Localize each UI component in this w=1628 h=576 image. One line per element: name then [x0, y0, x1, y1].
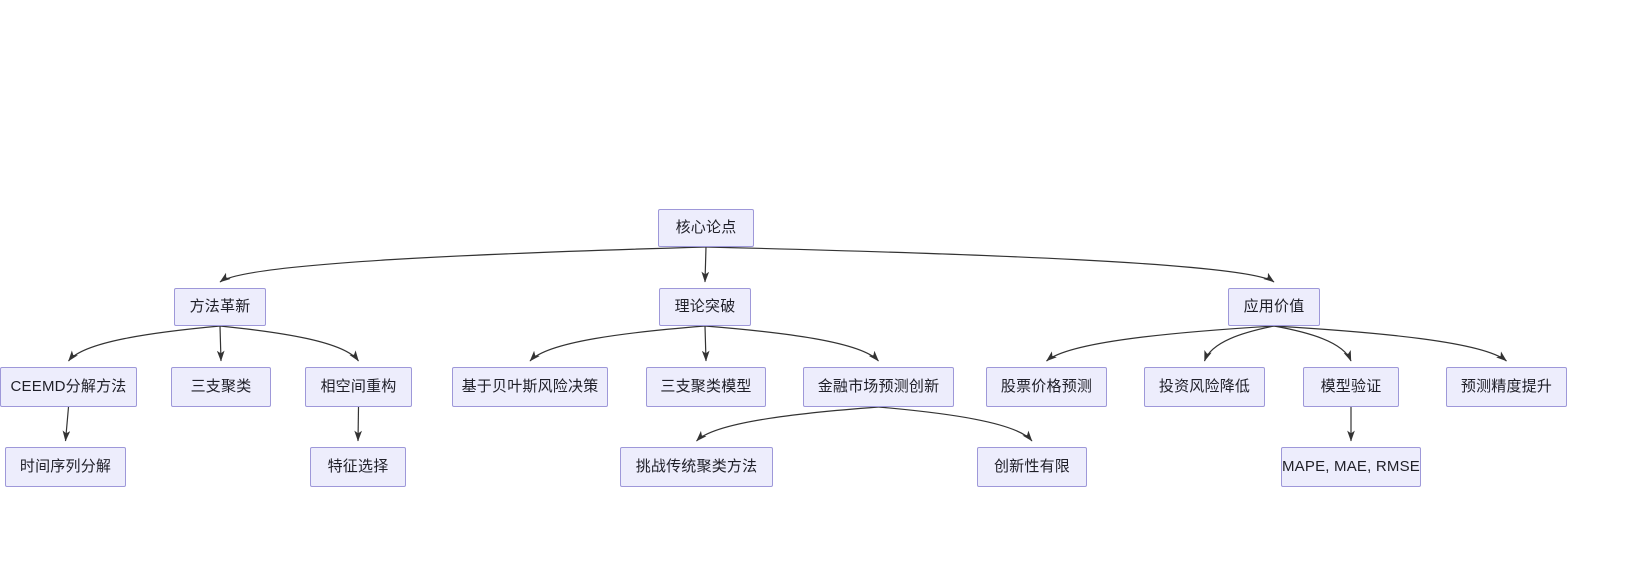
flow-edge	[1203, 325, 1275, 362]
flow-node[interactable]: 应用价值	[1228, 288, 1320, 326]
flow-edge	[62, 406, 71, 442]
flow-node-label: MAPE, MAE, RMSE	[1281, 457, 1421, 475]
flow-node-label: 相空间重构	[320, 377, 397, 395]
flow-node-label: 基于贝叶斯风险决策	[461, 377, 599, 395]
flow-node-label: 三支聚类	[190, 377, 252, 395]
flow-node[interactable]: 预测精度提升	[1446, 367, 1567, 407]
flow-node-label: 方法革新	[189, 297, 251, 315]
flow-edge	[701, 325, 710, 362]
flow-node-label: 预测精度提升	[1460, 377, 1553, 395]
flow-edge	[1046, 325, 1275, 362]
flow-node[interactable]: 投资风险降低	[1144, 367, 1265, 407]
flow-node[interactable]: 基于贝叶斯风险决策	[452, 367, 608, 407]
flow-edge	[878, 406, 1033, 442]
flow-edge	[219, 325, 359, 362]
flow-edge	[701, 246, 710, 283]
edge-paths	[62, 246, 1507, 442]
flow-edge	[1273, 325, 1352, 362]
flow-edge	[68, 325, 221, 362]
flow-node[interactable]: 创新性有限	[977, 447, 1087, 487]
flow-node[interactable]: 股票价格预测	[986, 367, 1107, 407]
flow-edge	[705, 246, 1275, 283]
flow-node[interactable]: 理论突破	[659, 288, 751, 326]
flow-node[interactable]: 挑战传统聚类方法	[620, 447, 773, 487]
flow-node-label: 投资风险降低	[1158, 377, 1251, 395]
flow-node[interactable]: 核心论点	[658, 209, 754, 247]
flow-node[interactable]: CEEMD分解方法	[0, 367, 137, 407]
flow-edge	[354, 406, 362, 442]
flow-node-label: 时间序列分解	[19, 457, 112, 475]
flow-edge	[704, 325, 879, 362]
flow-node-label: 核心论点	[675, 218, 737, 236]
flow-edge	[1273, 325, 1507, 362]
flow-node[interactable]: 三支聚类模型	[646, 367, 766, 407]
flow-node-label: 金融市场预测创新	[817, 377, 940, 395]
flow-node-label: 模型验证	[1320, 377, 1382, 395]
flow-edge	[216, 325, 225, 362]
flow-node-label: CEEMD分解方法	[10, 377, 127, 395]
flow-node-label: 股票价格预测	[1000, 377, 1093, 395]
flow-node[interactable]: 方法革新	[174, 288, 266, 326]
flow-node[interactable]: 相空间重构	[305, 367, 412, 407]
flow-node[interactable]: 模型验证	[1303, 367, 1399, 407]
flow-node[interactable]: 时间序列分解	[5, 447, 126, 487]
flow-node-label: 创新性有限	[993, 457, 1070, 475]
flow-node-label: 特征选择	[327, 457, 389, 475]
flow-node[interactable]: 金融市场预测创新	[803, 367, 954, 407]
flow-edge	[219, 246, 707, 283]
flow-edge	[529, 325, 706, 362]
flow-node[interactable]: 特征选择	[310, 447, 406, 487]
flow-edge	[696, 406, 879, 442]
flow-node[interactable]: MAPE, MAE, RMSE	[1281, 447, 1421, 487]
flow-node[interactable]: 三支聚类	[171, 367, 271, 407]
flow-node-label: 三支聚类模型	[660, 377, 752, 395]
flow-node-label: 挑战传统聚类方法	[635, 457, 758, 475]
flow-node-label: 应用价值	[1243, 297, 1305, 315]
flow-node-label: 理论突破	[674, 297, 736, 315]
